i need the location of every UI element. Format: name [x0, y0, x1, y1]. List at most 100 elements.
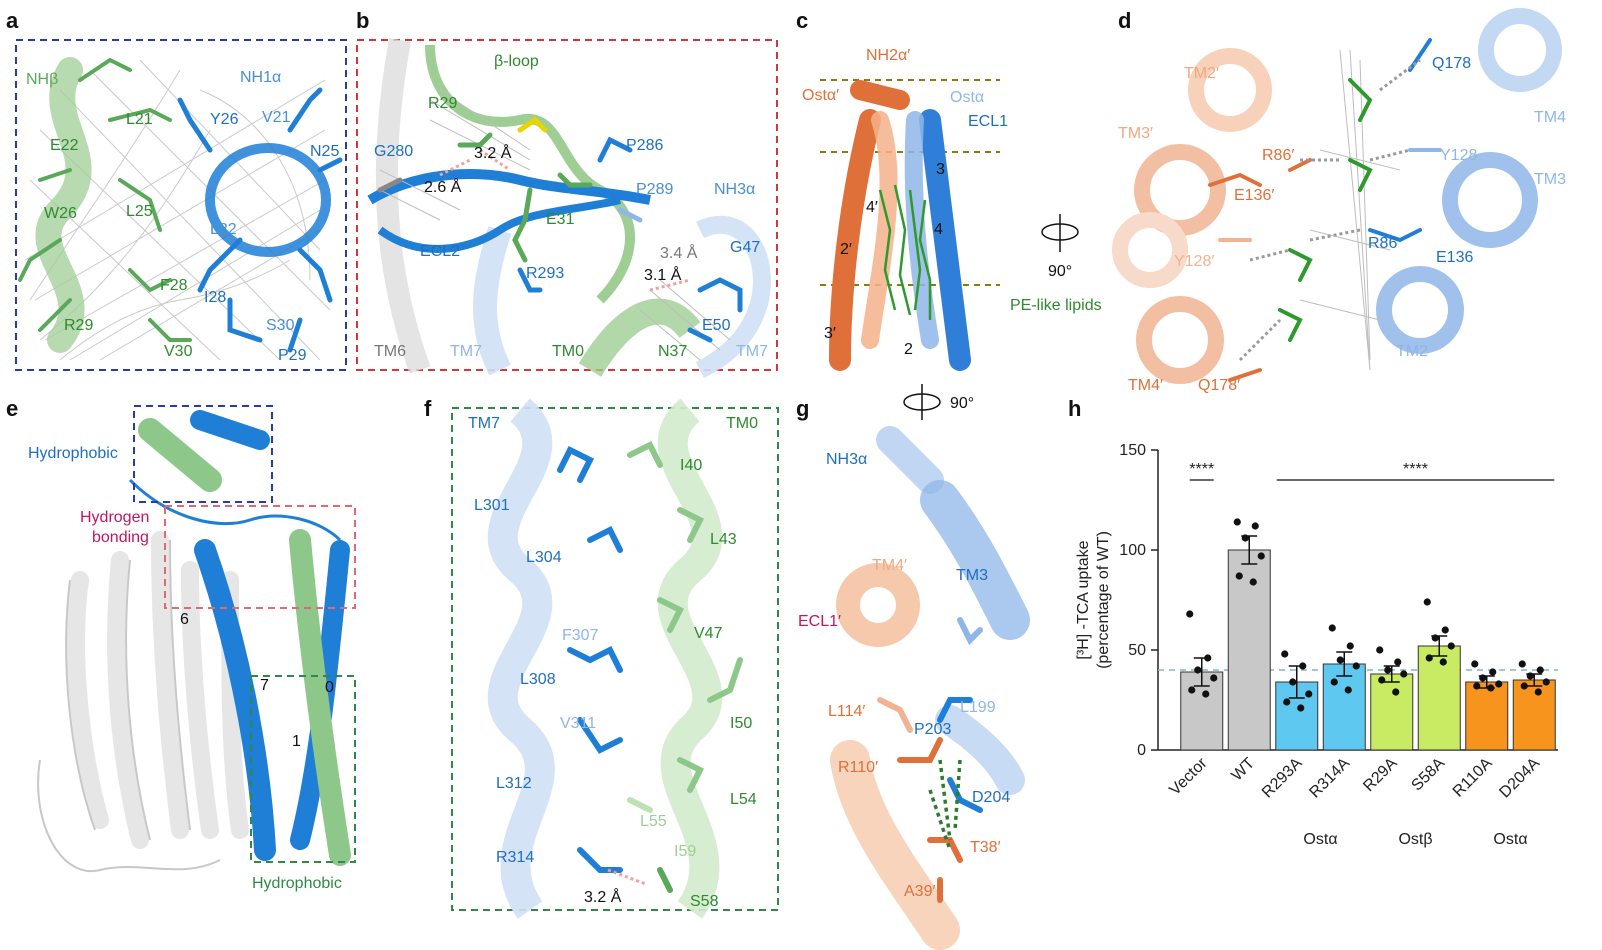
tm7-ribbon: [487, 398, 555, 919]
label-e-2: 6: [180, 611, 189, 628]
label-b-17: TM7: [450, 343, 482, 360]
label-b-15: N37: [658, 343, 687, 360]
data-point-7-3: [1542, 678, 1550, 686]
data-point-4-4: [1378, 676, 1386, 684]
data-point-1-2: [1241, 534, 1249, 542]
data-point-6-5: [1487, 684, 1495, 692]
y-tick-label-1: 50: [1128, 642, 1146, 659]
label-a-12: R29: [64, 317, 93, 334]
panel-g-letter: g: [796, 396, 809, 421]
data-point-6-1: [1489, 668, 1497, 676]
data-point-5-4: [1425, 654, 1433, 662]
data-point-3-4: [1330, 678, 1338, 686]
label-d-12: Q178′: [1198, 377, 1240, 394]
panel-c-helices: [829, 80, 971, 371]
panel-c-letter: c: [796, 8, 808, 33]
data-point-0-2: [1194, 666, 1202, 674]
label-b-2: P286: [626, 137, 663, 154]
rotation-icon-g: 90°: [903, 384, 974, 420]
label-f-8: L308: [520, 671, 556, 688]
panel-a-letter: a: [6, 8, 19, 33]
data-point-1-5: [1249, 578, 1257, 586]
ost-beta-helix: [35, 57, 92, 353]
label-f-4: L43: [710, 531, 737, 548]
panel-g-helices: [830, 426, 1030, 950]
data-point-1-4: [1235, 572, 1243, 580]
label-c-10: PE-like lipids: [1010, 297, 1102, 314]
label-e-1a: Hydrogen: [80, 509, 149, 526]
tm0-ribbon: [657, 398, 723, 919]
x-tick-label-2: R293A: [1259, 755, 1306, 802]
panel-f-box: [451, 407, 779, 911]
panel-g-labels: NH3α TM4′ TM3 ECL1′ L114′ L199 P203 R110…: [798, 451, 1010, 900]
data-point-5-5: [1439, 658, 1447, 666]
data-point-2-3: [1305, 690, 1313, 698]
label-f-9: V311: [560, 715, 596, 732]
label-a-8: W26: [44, 205, 77, 222]
panel-d: d: [1112, 8, 1566, 394]
rotation-c: 90°: [1048, 263, 1072, 280]
data-point-4-1: [1394, 658, 1402, 666]
label-g-1: TM4′: [872, 557, 907, 574]
label-f-0: TM7: [468, 415, 500, 432]
ecl2-loop: [367, 169, 651, 205]
label-a-13: S30: [266, 317, 295, 334]
data-point-5-3: [1447, 642, 1455, 650]
label-b-4: 3.2 Å: [474, 143, 512, 162]
label-a-0: NHβ: [26, 71, 58, 88]
label-a-3: Y26: [210, 111, 239, 128]
y-axis-label-1: (percentage of WT): [1095, 531, 1112, 669]
label-b-19: TM7: [736, 343, 768, 360]
label-d-9: R86: [1368, 235, 1397, 252]
data-point-2-0: [1281, 650, 1289, 658]
data-point-3-3: [1352, 662, 1360, 670]
panel-d-side-chains: [1208, 38, 1442, 382]
panel-f-letter: f: [424, 396, 432, 421]
label-f-1: TM0: [726, 415, 758, 432]
label-a-10: F28: [160, 277, 188, 294]
label-c-5: 4′: [866, 199, 878, 216]
panel-e: e Hydrophobic Hydrogen bonding 6 7 0 1: [6, 396, 356, 892]
panel-e-labels: Hydrophobic Hydrogen bonding 6 7 0 1 Hyd…: [28, 445, 342, 892]
data-point-1-3: [1257, 552, 1265, 560]
data-point-7-0: [1518, 660, 1526, 668]
data-point-2-2: [1289, 678, 1297, 686]
label-a-4: V21: [262, 109, 291, 126]
x-tick-label-3: R314A: [1306, 755, 1353, 802]
tm0-cylinder: [289, 529, 351, 866]
significance-label-0: ****: [1189, 461, 1214, 478]
nh-beta-cylinder: [138, 418, 222, 492]
data-point-1-1: [1251, 522, 1259, 530]
tm6-helix: [375, 38, 431, 374]
tm7-helix: [473, 226, 512, 376]
label-f-5: L304: [526, 549, 562, 566]
data-point-0-1: [1204, 654, 1212, 662]
label-b-16: TM6: [374, 343, 406, 360]
tm7-cylinder: [194, 539, 276, 861]
label-a-11: I28: [204, 289, 226, 306]
data-point-7-2: [1526, 672, 1534, 680]
panel-b-side-chains: [377, 116, 743, 343]
data-point-0-0: [1186, 610, 1194, 618]
data-point-2-5: [1297, 704, 1305, 712]
y-tick-label-3: 150: [1119, 442, 1146, 459]
label-c-3: ECL1: [968, 113, 1008, 130]
x-tick-label-0: Vector: [1166, 754, 1211, 799]
panel-b: b β-loop R29 P28: [356, 8, 778, 379]
data-point-7-4: [1520, 682, 1528, 690]
ost-alpha-helix-end: [205, 143, 331, 257]
label-a-6: N25: [310, 143, 339, 160]
label-e-5: 1: [292, 733, 301, 750]
density-mesh-a: [24, 59, 331, 361]
label-c-6: 4: [934, 221, 943, 238]
label-a-1: NH1α: [240, 69, 281, 86]
panel-a: a NHβ NH1α L21 Y26 V21 E22: [6, 8, 347, 371]
label-d-11: TM4′: [1128, 377, 1163, 394]
label-b-9: ECL2: [420, 243, 460, 260]
bar-r110a: [1465, 681, 1509, 751]
data-point-4-5: [1392, 688, 1400, 696]
label-f-14: I59: [674, 843, 696, 860]
